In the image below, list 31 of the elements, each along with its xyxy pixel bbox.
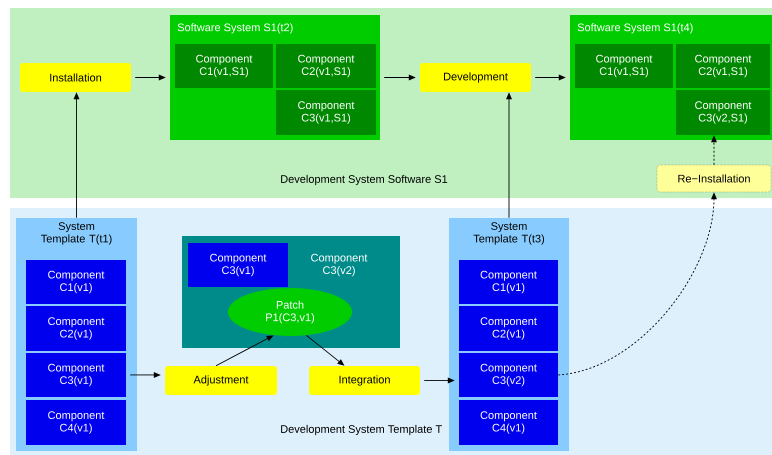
process-box: Re−Installation [656,164,772,192]
component-box: Component C3(v2) [459,352,558,397]
arrow [506,92,512,218]
process-box: Integration [309,366,420,395]
arrow [424,377,455,384]
component-box: Component C3(v1,S1) [276,90,376,135]
arrow [74,92,80,218]
process-box: Installation [20,63,131,92]
component-box: Component C1(v1) [26,260,126,304]
arrow [134,74,166,80]
component-box: Component C3(v2,S1) [676,90,770,135]
arrow [711,135,717,166]
arrow [130,372,161,378]
arrow [558,192,717,376]
component-box: Component C1(v1,S1) [575,44,673,88]
process-box: Development [420,63,531,92]
component-box: Component C4(v1) [26,400,126,445]
component-box: Component C2(v1) [459,306,558,351]
component-box: Component C4(v1) [459,400,558,445]
component-box: Component C3(v1) [26,352,126,397]
component-box: Component C3(v1) [188,243,288,287]
arrow [534,74,566,80]
component-box: Component C1(v1) [459,260,558,304]
component-box: Component C1(v1,S1) [175,44,273,88]
component-box: Component C2(v1,S1) [676,44,770,88]
component-box: Component C2(v1,S1) [276,44,376,88]
arrow [384,74,416,80]
arrow [216,335,274,366]
component-box: Component C2(v1) [26,306,126,351]
process-box: Adjustment [165,366,277,395]
arrow [306,334,344,366]
